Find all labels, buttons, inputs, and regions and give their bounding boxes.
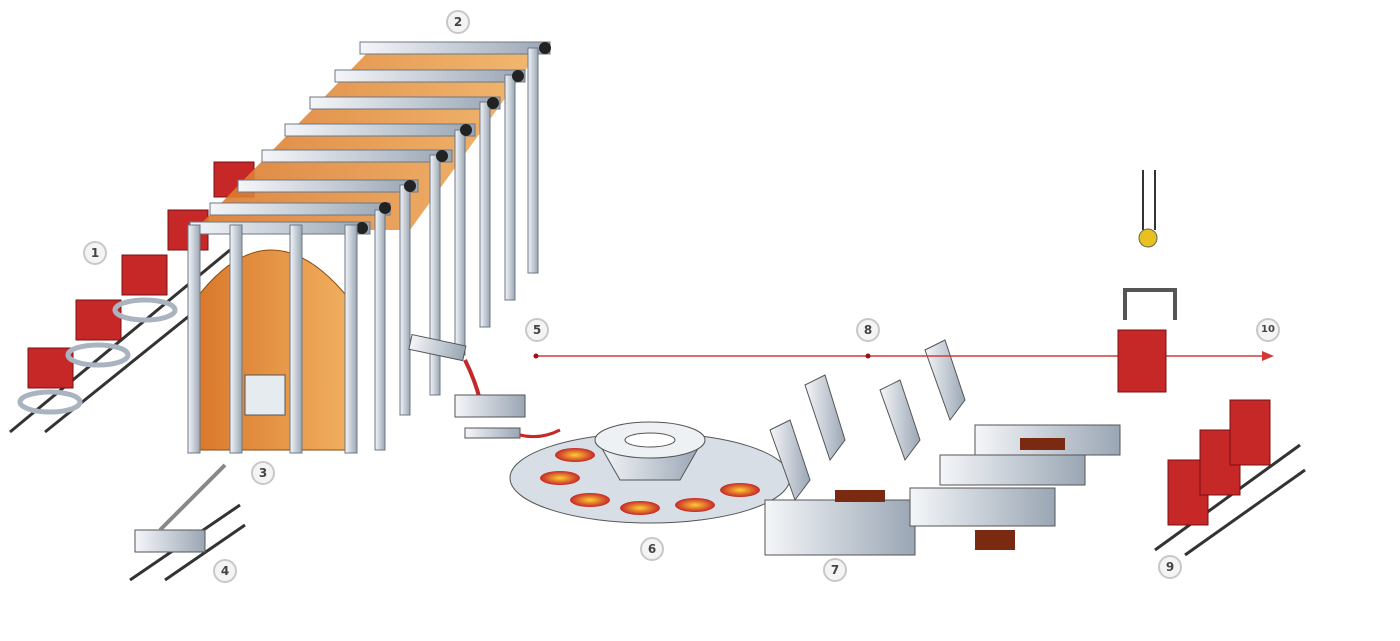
furnace-frames — [189, 41, 551, 451]
melting-furnace — [187, 224, 358, 454]
step-label-1: 1 — [83, 241, 107, 265]
casting-wheel — [509, 421, 791, 524]
step-label-6: 6 — [640, 537, 664, 561]
step-label-3: 3 — [251, 461, 275, 485]
step-label-5: 5 — [525, 318, 549, 342]
step-label-8: 8 — [856, 318, 880, 342]
crane-hook — [1117, 170, 1177, 393]
step-label-7: 7 — [823, 558, 847, 582]
stripping-machines — [764, 339, 1121, 556]
step-label-4: 4 — [213, 559, 237, 583]
pouring-tundish — [408, 333, 561, 439]
step-label-9: 9 — [1158, 555, 1182, 579]
step-label-2: 2 — [446, 10, 470, 34]
charging-car — [129, 463, 246, 582]
finished-ingots — [1154, 399, 1306, 557]
step-label-10: 10 — [1256, 318, 1280, 342]
